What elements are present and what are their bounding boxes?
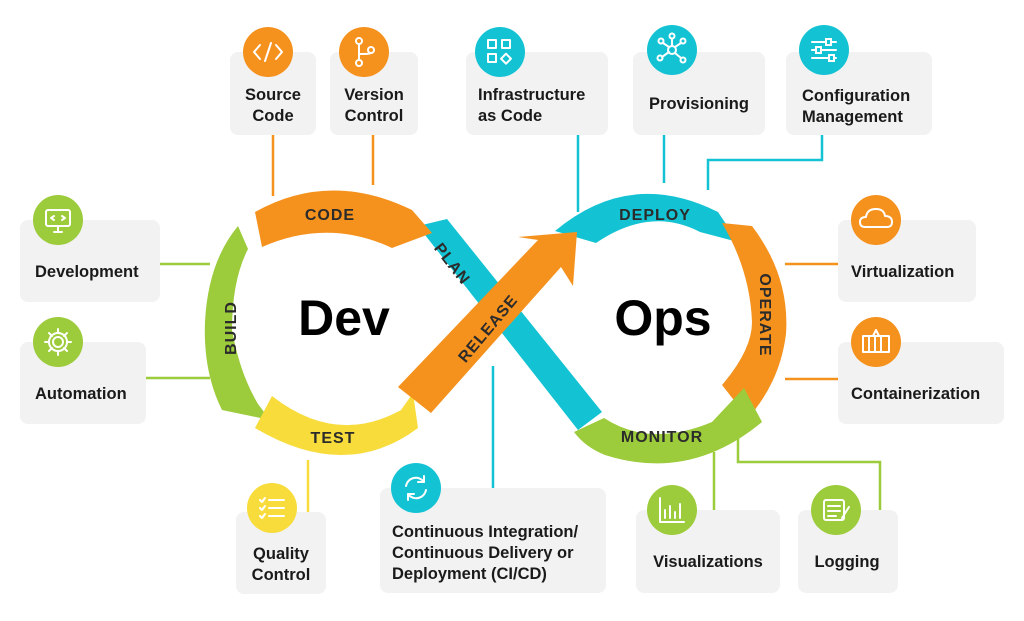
center-label-ops: Ops	[614, 290, 711, 346]
card-label-line: as Code	[478, 107, 542, 125]
card-label-line: Management	[802, 108, 903, 126]
connector-lines	[146, 135, 882, 512]
segment-label-operate: OPERATE	[756, 273, 773, 356]
card-label-line: Continuous Integration/	[392, 523, 578, 541]
center-label-dev: Dev	[298, 290, 390, 346]
checklist-icon	[247, 483, 297, 533]
card-label-line: Continuous Delivery or	[392, 544, 574, 562]
card-label-line: Source	[245, 86, 301, 104]
monitor-code-icon	[33, 195, 83, 245]
card-label-line: Control	[252, 566, 311, 584]
sliders-icon	[799, 25, 849, 75]
log-document-icon	[811, 485, 861, 535]
segment-label-deploy: DEPLOY	[619, 207, 691, 224]
git-branch-icon	[339, 27, 389, 77]
segment-code-arrow	[255, 190, 432, 248]
svg-text:Continuous Integration/Continu: Continuous Integration/Continuous Delive…	[392, 523, 578, 583]
card-label-line: Development	[35, 263, 139, 281]
segment-label-build: BUILD	[223, 301, 240, 355]
code-brackets-icon	[243, 27, 293, 77]
segment-label-test: TEST	[311, 430, 356, 447]
card-label-line: Automation	[35, 385, 127, 403]
segment-release-arrow	[398, 232, 577, 413]
segment-label-monitor: MONITOR	[621, 429, 703, 446]
segment-monitor-arrow	[574, 388, 762, 464]
segment-label-code: CODE	[305, 207, 355, 224]
network-hub-icon	[647, 25, 697, 75]
card-label-line: Virtualization	[851, 263, 954, 281]
card-label-line: Configuration	[802, 87, 910, 105]
bar-chart-icon	[647, 485, 697, 535]
blocks-icon	[475, 27, 525, 77]
infinity-loop	[204, 190, 787, 464]
card-label-line: Code	[252, 107, 293, 125]
card-label-line: Control	[345, 107, 404, 125]
card-label-line: Version	[344, 86, 404, 104]
card-label-line: Infrastructure	[478, 86, 585, 104]
segment-operate-arrow	[722, 223, 787, 418]
refresh-cycle-icon	[391, 463, 441, 513]
card-label-line: Deployment (CI/CD)	[392, 565, 547, 583]
segment-plan-arrow	[418, 219, 602, 430]
card-label-line: Visualizations	[653, 553, 763, 571]
container-icon	[851, 317, 901, 367]
segment-deploy-arrow	[555, 193, 738, 243]
card-label-line: Quality	[253, 545, 310, 563]
card-label-line: Provisioning	[649, 95, 749, 113]
segment-build-arrow	[204, 226, 270, 420]
segment-test-arrow	[255, 393, 418, 455]
gear-icon	[33, 317, 83, 367]
card-label-line: Containerization	[851, 385, 980, 403]
card-label-line: Logging	[814, 553, 879, 571]
card-ci-cd: Continuous Integration/Continuous Delive…	[380, 488, 606, 593]
cloud-icon	[851, 195, 901, 245]
